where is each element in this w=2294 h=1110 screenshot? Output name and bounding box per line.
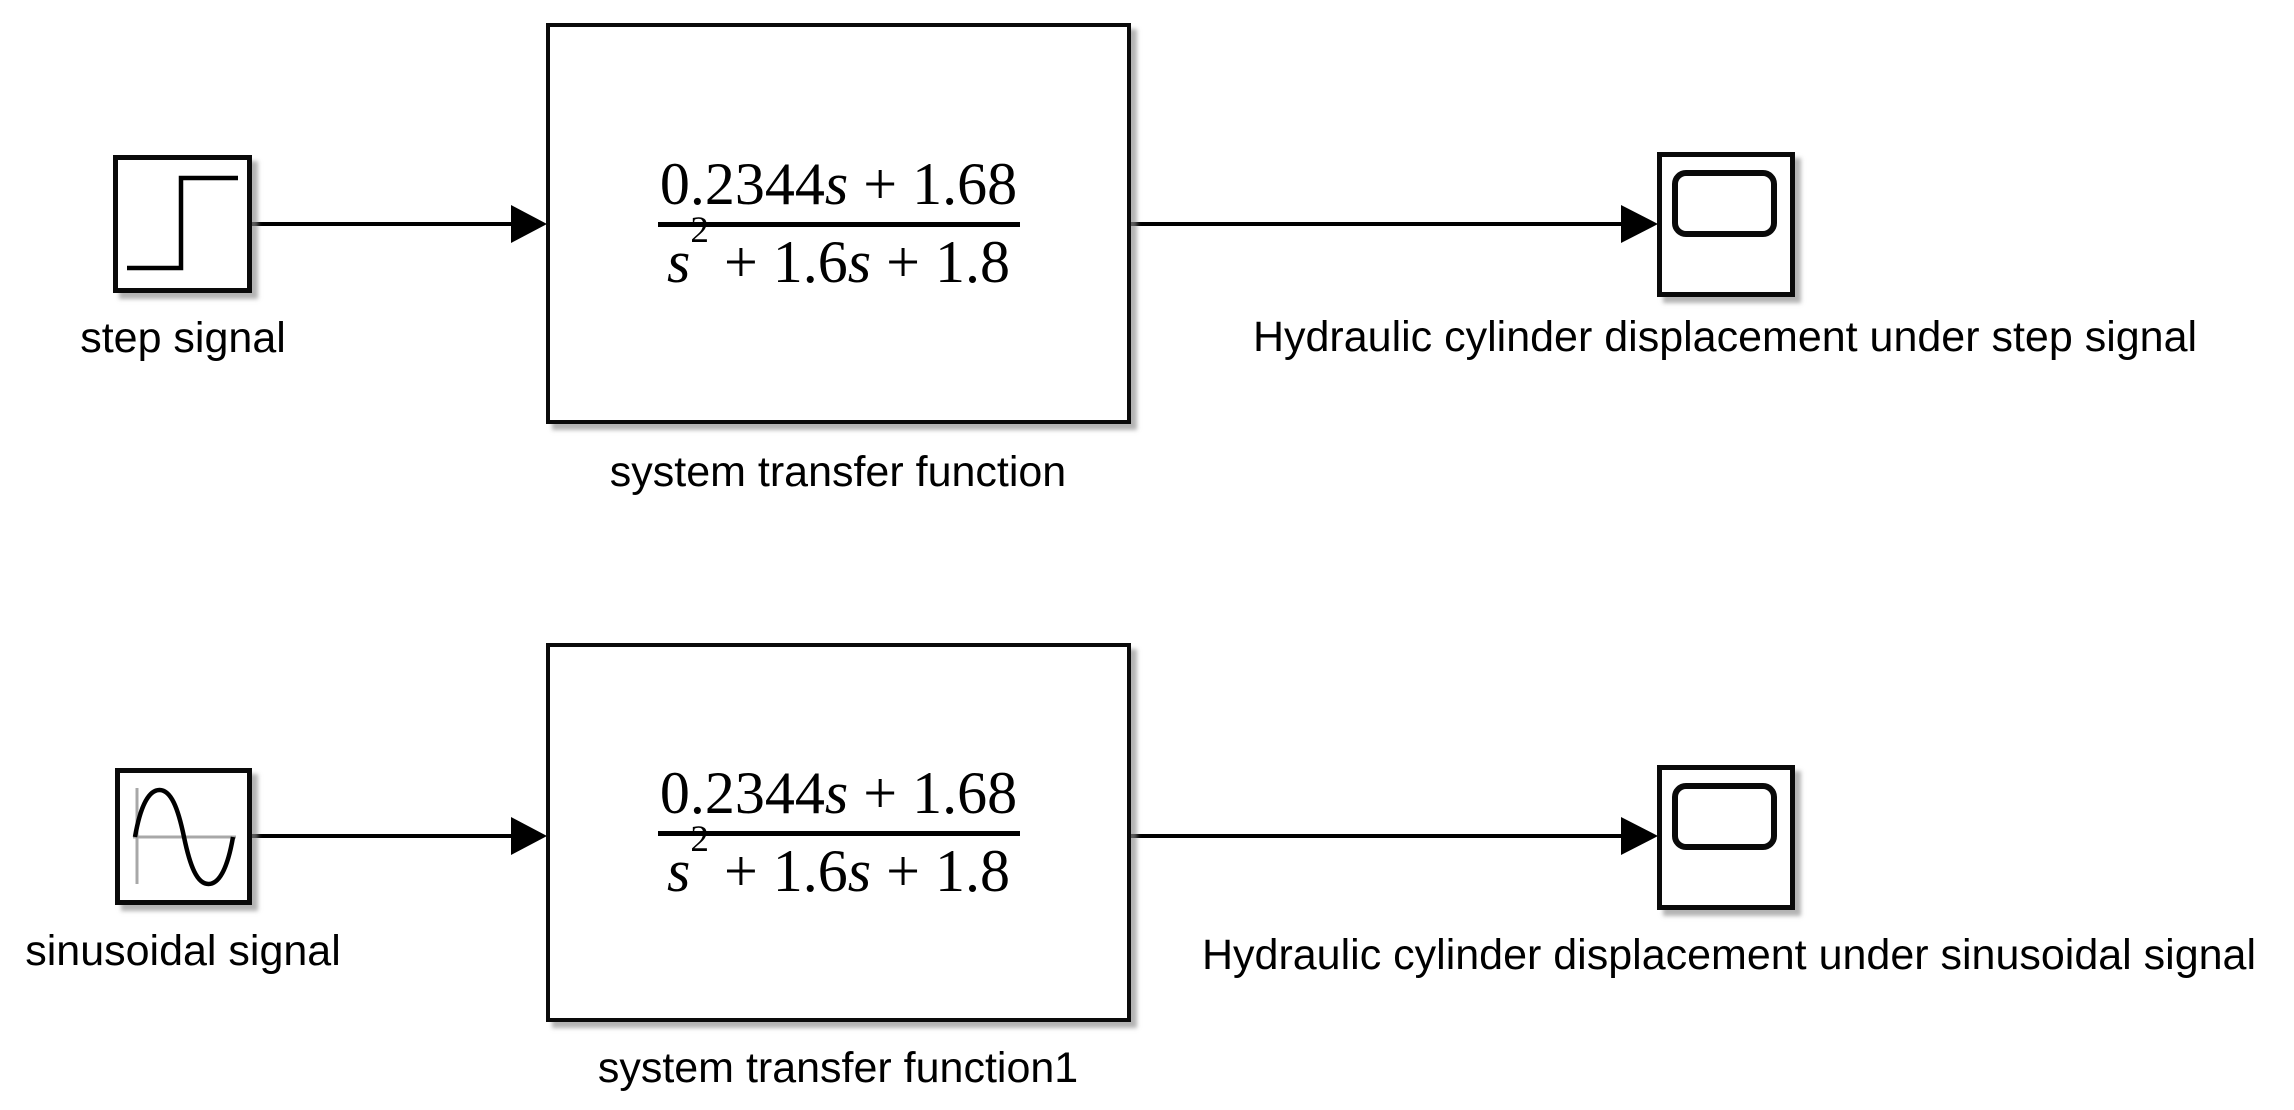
arrowhead-icon — [511, 205, 547, 243]
fraction-bar — [657, 831, 1020, 836]
step-source-label[interactable]: step signal — [80, 314, 286, 362]
step-source-block[interactable] — [113, 155, 252, 293]
scope-label-sine[interactable]: Hydraulic cylinder displacement under si… — [1201, 931, 2257, 979]
transfer-fcn-label-step[interactable]: system transfer function — [609, 448, 1067, 496]
transfer-fcn-block-sine[interactable]: 0.2344s + 1.68 s2 + 1.6s + 1.8 — [546, 643, 1131, 1022]
scope-screen-icon — [1672, 170, 1777, 237]
sine-source-block[interactable] — [115, 768, 252, 905]
formula-denominator: s2 + 1.6s + 1.8 — [667, 210, 1010, 295]
scope-block-sine[interactable] — [1657, 765, 1795, 910]
arrowhead-icon — [1621, 817, 1658, 855]
formula-numerator: 0.2344s + 1.68 — [659, 151, 1018, 217]
scope-block-step[interactable] — [1657, 152, 1795, 297]
arrowhead-icon — [511, 817, 547, 855]
signal-wire-tf-to-scope-sine[interactable] — [1131, 817, 1658, 855]
sine-wave-icon — [132, 787, 236, 887]
transfer-fcn-label-sine[interactable]: system transfer function1 — [597, 1044, 1079, 1092]
signal-wire-step-to-tf[interactable] — [252, 205, 547, 243]
signal-wire-sine-to-tf[interactable] — [252, 817, 547, 855]
transfer-fcn-block-step[interactable]: 0.2344s + 1.68 s2 + 1.6s + 1.8 — [546, 23, 1131, 424]
fraction-bar — [657, 222, 1020, 227]
formula-denominator: s2 + 1.6s + 1.8 — [667, 819, 1010, 904]
transfer-function-formula: 0.2344s + 1.68 s2 + 1.6s + 1.8 — [657, 760, 1020, 904]
formula-numerator: 0.2344s + 1.68 — [659, 760, 1018, 826]
scope-screen-icon — [1672, 783, 1777, 850]
step-waveform-icon — [127, 175, 238, 271]
arrowhead-icon — [1621, 205, 1658, 243]
scope-label-step[interactable]: Hydraulic cylinder displacement under st… — [1252, 313, 2198, 361]
sine-curve — [132, 787, 236, 887]
signal-wire-tf-to-scope-step[interactable] — [1131, 205, 1658, 243]
sine-source-label[interactable]: sinusoidal signal — [25, 927, 341, 975]
transfer-function-formula: 0.2344s + 1.68 s2 + 1.6s + 1.8 — [657, 151, 1020, 295]
